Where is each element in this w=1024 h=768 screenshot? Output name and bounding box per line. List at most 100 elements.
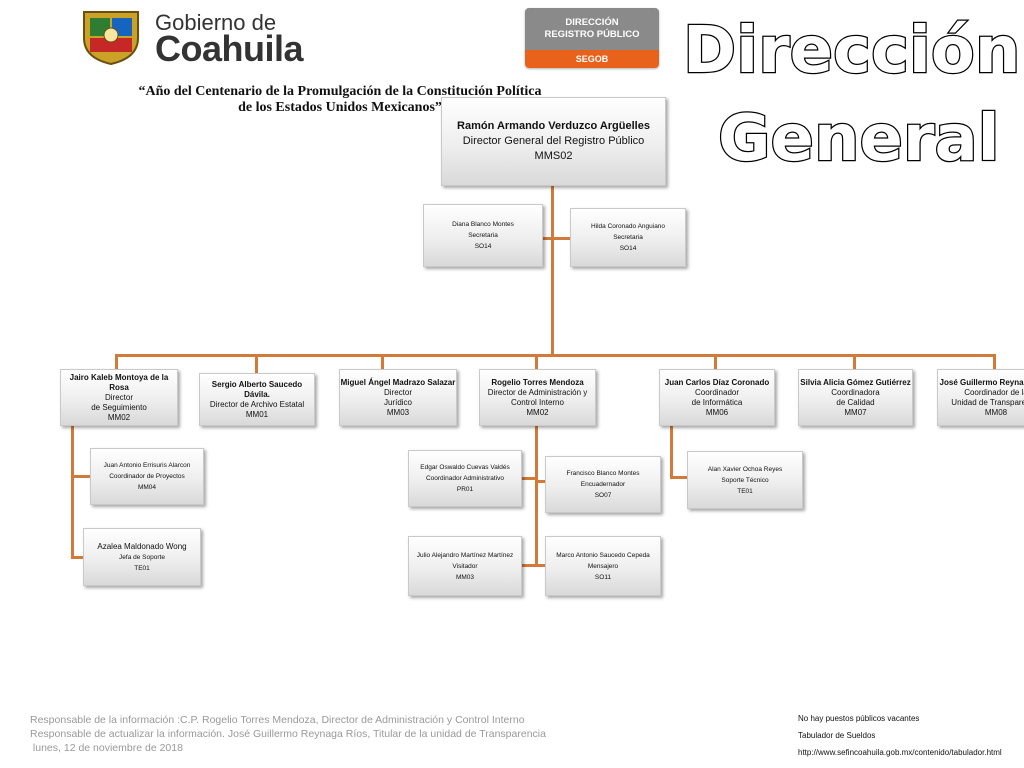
dept-5-title: Coordinador (694, 387, 740, 397)
footer-vacantes: No hay puestos públicos vacantes (798, 714, 920, 723)
secretary-1-code: SO14 (474, 243, 492, 250)
connector-drop-6 (853, 354, 856, 369)
dept-6-title: Coordinadora (831, 387, 880, 397)
connector-informatica-vertical (670, 424, 673, 479)
director-name: Ramón Armando Verduzco Argüelles (457, 120, 650, 132)
dept-4-title: Director de Administración y Control Int… (487, 387, 588, 407)
dept-3-title: Director (383, 387, 412, 397)
department-box-administracion: Rogelio Torres Mendoza Director de Admin… (479, 369, 596, 426)
secretary-box-1: Diana Blanco Montes Secretaria SO14 (423, 204, 543, 267)
motto-line-1: “Año del Centenario de la Promulgación d… (138, 84, 542, 99)
connector-drop-5 (714, 354, 717, 369)
connector-drop-1 (115, 354, 118, 369)
connector-drop-4 (535, 354, 538, 369)
department-box-calidad: Silvia Alicia Gómez Gutiérrez Coordinado… (798, 369, 913, 426)
coahuila-text: Coahuila (155, 28, 304, 69)
dept-1-title2: de Seguimiento (91, 402, 147, 412)
sub-box-mensajero: Marco Antonio Saucedo Cepeda Mensajero S… (545, 536, 661, 596)
sub-box-soporte: Azalea Maldonado Wong Jefa de Soporte TE… (83, 528, 201, 586)
secretary-2-title: Secretaria (613, 234, 643, 241)
sub-visitador-name: Julio Alejandro Martínez Martínez (416, 551, 514, 559)
dept-6-code: MM07 (844, 407, 867, 417)
dept-4-code: MM02 (526, 407, 549, 417)
connector-admin-sub2 (535, 480, 545, 483)
sub-box-encuadernador: Francisco Blanco Montes Encuadernador SO… (545, 456, 661, 513)
footer-right: No hay puestos públicos vacantes Tabulad… (798, 710, 1002, 761)
footer-line-3: lunes, 12 de noviembre de 2018 (30, 742, 183, 754)
connector-seguimiento-sub2 (71, 556, 90, 559)
sub-coord-admin-name: Edgar Oswaldo Cuevas Valdés (420, 464, 510, 471)
motto-line-2: de los Estados Unidos Mexicanos” (238, 100, 442, 115)
sub-visitador-title: Visitador (452, 562, 478, 570)
dept-5-code: MM06 (705, 407, 729, 417)
sub-soporte-code: TE01 (134, 564, 150, 572)
badge-line-1: DIRECCIÓN (565, 17, 619, 29)
sub-box-proyectos: Juan Antonio Errisuris Alarcon Coordinad… (90, 448, 204, 505)
dept-7-title: Coordinador de la (964, 387, 1024, 397)
connector-main-bus (115, 354, 995, 357)
secretary-box-2: Hilda Coronado Anguiano Secretaria SO14 (570, 208, 686, 267)
dept-6-title2: de Calidad (836, 397, 875, 407)
sub-mensajero-title: Mensajero (587, 562, 619, 570)
sub-encuadernador-title: Encuadernador (580, 481, 626, 488)
connector-drop-2 (255, 354, 258, 373)
sub-box-soporte-tecnico: Alan Xavier Ochoa Reyes Soporte Técnico … (687, 451, 803, 509)
dept-1-code: MM02 (107, 412, 131, 422)
dept-7-title2: Unidad de Transparencia (951, 397, 1024, 407)
dept-7-code: MM08 (984, 407, 1008, 417)
sub-soporte-tecnico-name: Alan Xavier Ochoa Reyes (707, 465, 783, 473)
dept-2-title: Director de Archivo Estatal (209, 399, 305, 409)
page-title-line-1: Dirección (682, 13, 1022, 90)
sub-coord-admin-code: PR01 (456, 486, 474, 493)
connector-admin-sub1 (520, 477, 535, 480)
director-code: MMS02 (534, 150, 573, 162)
dept-1-title: Director (104, 392, 133, 402)
sub-mensajero-name: Marco Antonio Saucedo Cepeda (556, 551, 650, 559)
gobierno-de-text: Gobierno de (155, 10, 277, 35)
connector-admin-sub4 (535, 564, 545, 567)
dept-5-title2: de Informática (691, 397, 743, 407)
footer-tabulador: Tabulador de Sueldos (798, 731, 876, 740)
footer-url-link[interactable]: http://www.sefincoahuila.gob.mx/contenid… (798, 748, 1002, 757)
connector-secretary-right (553, 237, 570, 240)
dept-2-name: Sergio Alberto Saucedo Dávila. (211, 379, 303, 399)
sub-proyectos-code: MM04 (137, 484, 157, 491)
department-box-transparencia: José Guillermo Reynaga Ríos Coordinador … (937, 369, 1024, 426)
sub-visitador-code: MM03 (455, 573, 475, 581)
director-general-box: Ramón Armando Verduzco Argüelles Directo… (441, 97, 666, 186)
motto: “Año del Centenario de la Promulgación d… (110, 84, 570, 116)
secretary-2-name: Hilda Coronado Anguiano (590, 223, 666, 230)
secretary-2-code: SO14 (619, 245, 637, 252)
sub-encuadernador-code: SO07 (594, 492, 612, 499)
dept-3-code: MM03 (386, 407, 410, 417)
secretary-1-title: Secretaria (468, 232, 498, 239)
footer-responsables: Responsable de la información :C.P. Roge… (30, 713, 546, 755)
sub-coord-admin-title: Coordinador Administrativo (425, 475, 505, 482)
badge-segob: SEGOB (525, 50, 659, 68)
dept-2-code: MM01 (245, 409, 269, 419)
sub-soporte-tecnico-title: Soporte Técnico (721, 476, 769, 484)
dept-1-name: Jairo Kaleb Montoya de la Rosa (69, 372, 169, 392)
footer-line-2: Responsable de actualizar la información… (30, 728, 546, 740)
department-box-seguimiento: Jairo Kaleb Montoya de la Rosa Director … (60, 369, 178, 426)
connector-drop-7 (993, 354, 996, 369)
sub-encuadernador-name: Francisco Blanco Montes (566, 470, 640, 477)
footer-line-1: Responsable de la información :C.P. Roge… (30, 714, 525, 726)
sub-mensajero-code: SO11 (594, 573, 612, 581)
connector-seguimiento-vertical (71, 424, 74, 559)
sub-proyectos-name: Juan Antonio Errisuris Alarcon (103, 462, 191, 469)
dept-3-name: Miguel Ángel Madrazo Salazar (340, 377, 456, 387)
connector-admin-vertical (535, 424, 538, 567)
dept-4-name: Rogelio Torres Mendoza (491, 377, 584, 387)
connector-secretary-left (541, 237, 553, 240)
connector-trunk (551, 184, 554, 356)
page-title-line-2: General (717, 101, 1001, 178)
sub-proyectos-title: Coordinador de Proyectos (109, 473, 185, 480)
sub-soporte-title: Jefa de Soporte (119, 553, 165, 561)
sub-box-coord-admin: Edgar Oswaldo Cuevas Valdés Coordinador … (408, 450, 522, 507)
dept-5-name: Juan Carlos Díaz Coronado (664, 377, 770, 387)
department-box-juridico: Miguel Ángel Madrazo Salazar Director Ju… (339, 369, 457, 426)
department-box-archivo: Sergio Alberto Saucedo Dávila. Director … (199, 373, 315, 426)
connector-drop-3 (381, 354, 384, 369)
connector-seguimiento-sub1 (71, 475, 90, 478)
